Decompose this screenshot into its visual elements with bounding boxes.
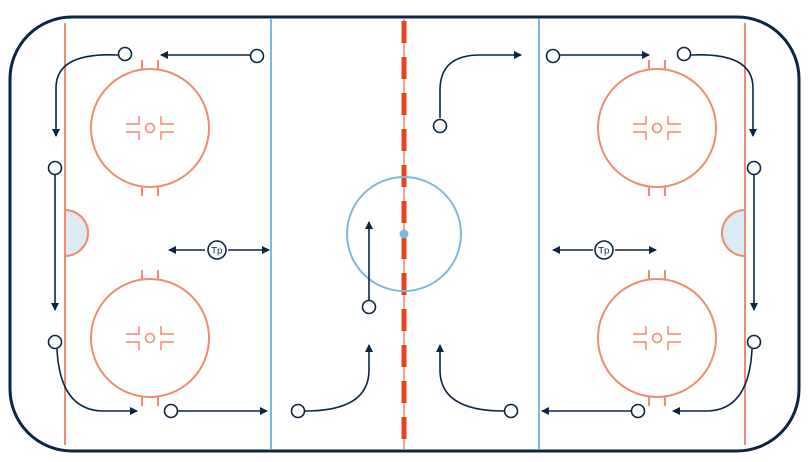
arrow-center-bottom-right-curl [436, 344, 505, 412]
tp-marker-right: Tp [594, 240, 614, 260]
center-circle [346, 176, 462, 292]
arrow-bottom-left-curl-right [56, 348, 138, 415]
player-marker [746, 334, 762, 350]
player-marker [290, 403, 306, 419]
player-marker [117, 46, 133, 62]
center-faceoff-dot [399, 229, 409, 239]
faceoff-circle-top-left [90, 60, 210, 196]
player-marker [545, 48, 561, 64]
arrow-top-left-curl-down [52, 53, 119, 137]
arrow-top-right-curl-down [690, 53, 757, 137]
arrow-center-bottom-left-curl [304, 344, 373, 412]
goal-crease-left [64, 208, 89, 258]
player-marker [503, 403, 519, 419]
arrow-center-top-curl-right [439, 51, 522, 118]
faceoff-circle-top-right [597, 60, 717, 196]
player-marker [746, 160, 762, 176]
player-marker [676, 46, 692, 62]
player-marker [361, 299, 377, 315]
player-marker [163, 403, 179, 419]
tp-label-right: Tp [597, 247, 609, 257]
player-marker [432, 118, 448, 134]
arrow-bottom-right-curl-left [672, 348, 753, 415]
player-marker [630, 403, 646, 419]
player-marker [47, 334, 63, 350]
faceoff-circle-bottom-right [597, 270, 717, 406]
goal-crease-right [721, 208, 746, 258]
faceoff-circle-bottom-left [90, 270, 210, 406]
tp-marker-left: Tp [207, 240, 227, 260]
player-marker [47, 160, 63, 176]
tp-label-left: Tp [210, 247, 222, 257]
player-marker [249, 48, 265, 64]
